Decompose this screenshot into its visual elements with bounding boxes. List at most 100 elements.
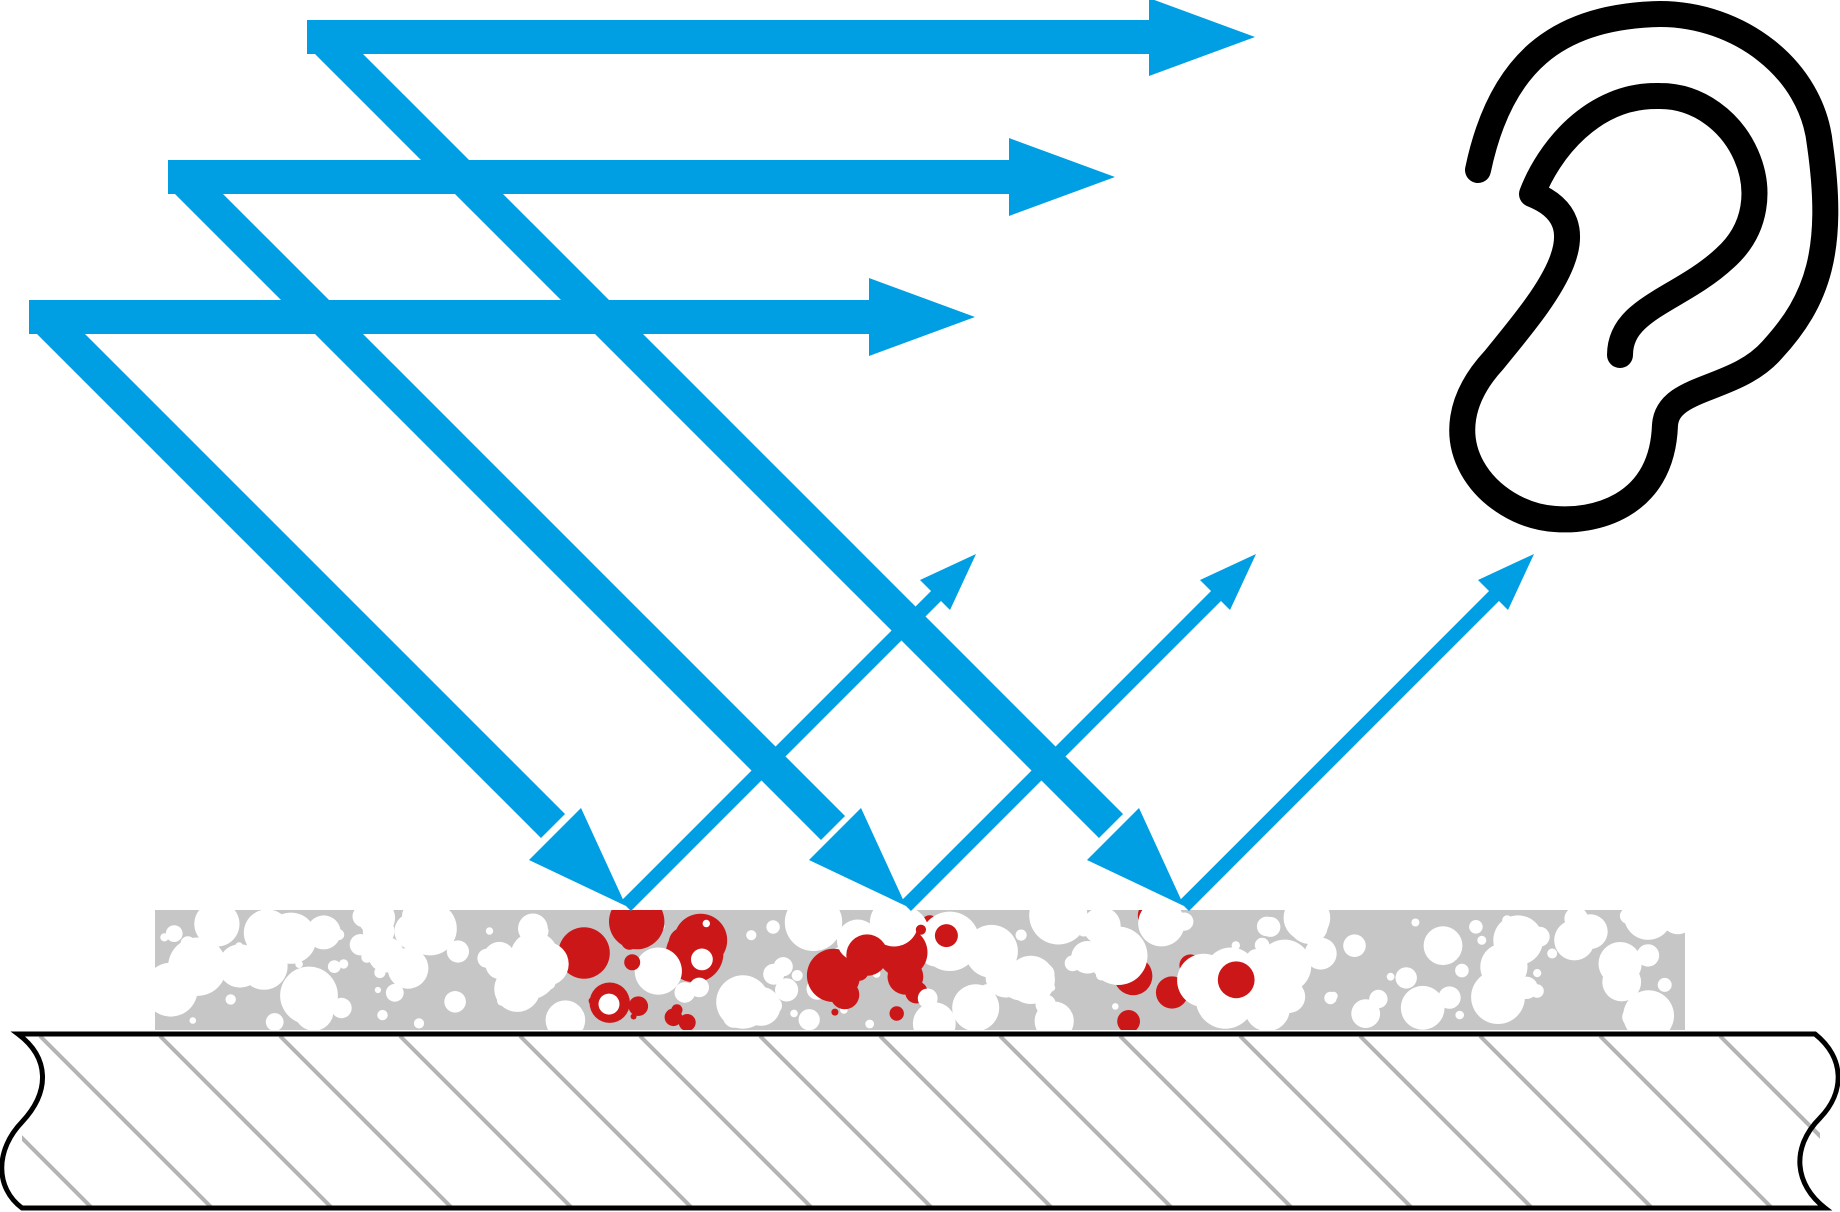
hatch-line (1118, 1036, 1294, 1208)
absorber-pore (775, 978, 799, 1002)
absorber-pore (1573, 914, 1608, 949)
absorber-pore (361, 951, 373, 963)
absorber-pore (265, 1013, 284, 1030)
substrate-outline (0, 1031, 1840, 1211)
absorber-pore (1029, 910, 1088, 945)
absorber-pore (530, 922, 549, 941)
absorber-pore (1035, 994, 1056, 1015)
substrate-slab (0, 1031, 1840, 1211)
absorber-pore (791, 970, 803, 981)
absorber-pore (624, 954, 641, 971)
absorber-pore (1411, 918, 1420, 927)
absorber-pore (240, 942, 288, 990)
absorber-pore (1619, 910, 1636, 924)
absorber-pore (865, 1019, 875, 1029)
absorber-pore (912, 1002, 956, 1030)
absorber-pore (1324, 991, 1337, 1005)
hatch-line (278, 1036, 454, 1208)
absorber-pore (806, 948, 861, 1003)
reflected-wave-3 (1179, 587, 1503, 911)
absorber-pore (1231, 941, 1241, 950)
absorber-pore (609, 910, 665, 950)
absorber-pore (202, 913, 213, 924)
absorber-pore (952, 984, 1000, 1030)
hatch-line (1358, 1036, 1534, 1208)
hatch-line (878, 1036, 1054, 1208)
absorber-pore (1369, 989, 1388, 1009)
incident-wave-3 (309, 24, 1124, 839)
absorber-pore (180, 936, 196, 951)
absorber-pore (1096, 969, 1107, 981)
absorber-pore (915, 924, 927, 935)
reflected-sound-waves (621, 554, 1534, 911)
absorber-pore (1280, 1012, 1288, 1020)
absorber-pore (831, 1008, 839, 1016)
absorber-pore (1290, 910, 1324, 944)
absorber-pore (1636, 944, 1660, 967)
incident-wave-2-arrowhead (1009, 138, 1115, 216)
absorber-pore (1547, 948, 1558, 959)
reflected-wave-1 (621, 587, 945, 911)
absorber-pore (1304, 937, 1337, 970)
incident-wave-1-arrowhead (869, 278, 975, 356)
absorber-pore (1077, 924, 1090, 937)
reflected-wave-3-arrowhead (1478, 554, 1534, 610)
absorber-pore (1112, 1003, 1119, 1010)
hatch-line (22, 1135, 94, 1208)
absorber-pore (1032, 963, 1055, 986)
absorber-pore (385, 983, 404, 1002)
absorber-pore (155, 962, 198, 1017)
absorber-pore (294, 991, 334, 1030)
reflected-wave-1-arrowhead (920, 554, 976, 610)
absorber-pore (189, 1017, 197, 1024)
absorber-pore (1471, 970, 1525, 1024)
absorber-pore (869, 910, 919, 947)
absorber-pore (1623, 910, 1673, 940)
absorber-pore (846, 934, 888, 976)
absorber-pore (889, 1006, 904, 1021)
incident-wave-1 (31, 304, 566, 839)
absorber-pore (1117, 1010, 1140, 1030)
absorber-pore (174, 949, 181, 956)
absorber-pore (1272, 980, 1306, 1013)
hatch-line (158, 1036, 334, 1208)
absorber-pore (1477, 935, 1487, 945)
absorber-pore (1268, 958, 1291, 980)
absorber-pore (1400, 985, 1445, 1030)
absorber-pore (764, 997, 783, 1015)
absorber-pore (295, 960, 303, 968)
hatch-line (1478, 1036, 1654, 1208)
absorber-pore (702, 919, 710, 928)
absorber-pore (1493, 915, 1543, 965)
absorber-pore (763, 963, 785, 985)
absorber-pore (501, 943, 558, 1000)
reflected-wave-2-arrowhead (1200, 554, 1256, 610)
absorber-pore (766, 920, 780, 934)
absorber-pore (225, 994, 236, 1005)
incident-wave-3-tip (1087, 808, 1184, 906)
incident-wave-3-arrowhead (1149, 0, 1255, 76)
absorber-pore (338, 959, 349, 969)
reflected-wave-2 (901, 587, 1225, 911)
absorber-pore (1120, 930, 1131, 941)
absorber-pore (1254, 937, 1270, 953)
porous-absorber-panel (155, 910, 1685, 1030)
absorber-pore (746, 930, 757, 941)
absorber-pore (784, 910, 843, 952)
absorber-pore (634, 947, 682, 995)
hatch-line (1238, 1036, 1414, 1208)
absorber-pore (413, 1018, 425, 1029)
hatch-line (638, 1036, 814, 1208)
absorber-pore (1423, 926, 1463, 966)
absorber-pore (1001, 964, 1038, 1001)
absorber-pore (628, 996, 649, 1016)
absorber-pore (598, 993, 620, 1015)
absorber-pore (1260, 916, 1281, 937)
absorber-pore (327, 960, 341, 973)
absorber-pore (497, 996, 507, 1006)
ear-icon (1449, 1, 1839, 533)
incident-wave-2 (169, 164, 846, 841)
absorber-pore (1455, 963, 1469, 978)
absorber-pore (1598, 942, 1642, 986)
absorber-pore (1408, 989, 1424, 1005)
